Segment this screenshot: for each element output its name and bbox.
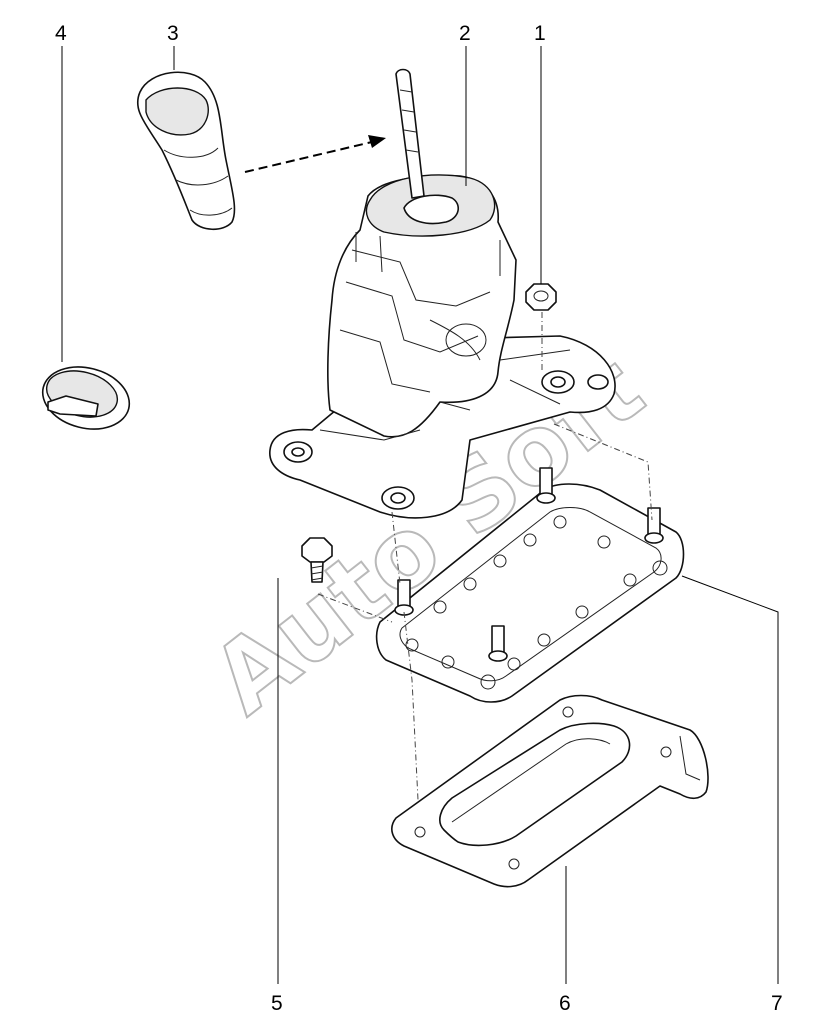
bolt-part [301,537,333,583]
stud [394,579,414,616]
alignment-lines [317,312,653,801]
stud [536,467,556,504]
callout-4: 4 [55,22,67,45]
callout-6: 6 [559,992,571,1015]
callout-2: 2 [459,22,471,45]
gear-knob-part [136,71,236,231]
boot-frame-part [391,694,709,888]
callout-1: 1 [534,22,546,45]
assembly-arrow [244,135,386,173]
stud [488,625,508,662]
grommet-cap-part [41,366,131,430]
shifter-mechanism-part [269,68,616,519]
gasket-plate-part [375,467,685,703]
stud [644,507,664,544]
callout-3: 3 [167,22,179,45]
callout-5: 5 [271,992,283,1015]
leader-lines [61,46,779,984]
nut-part [525,283,557,311]
callout-7: 7 [771,992,783,1015]
